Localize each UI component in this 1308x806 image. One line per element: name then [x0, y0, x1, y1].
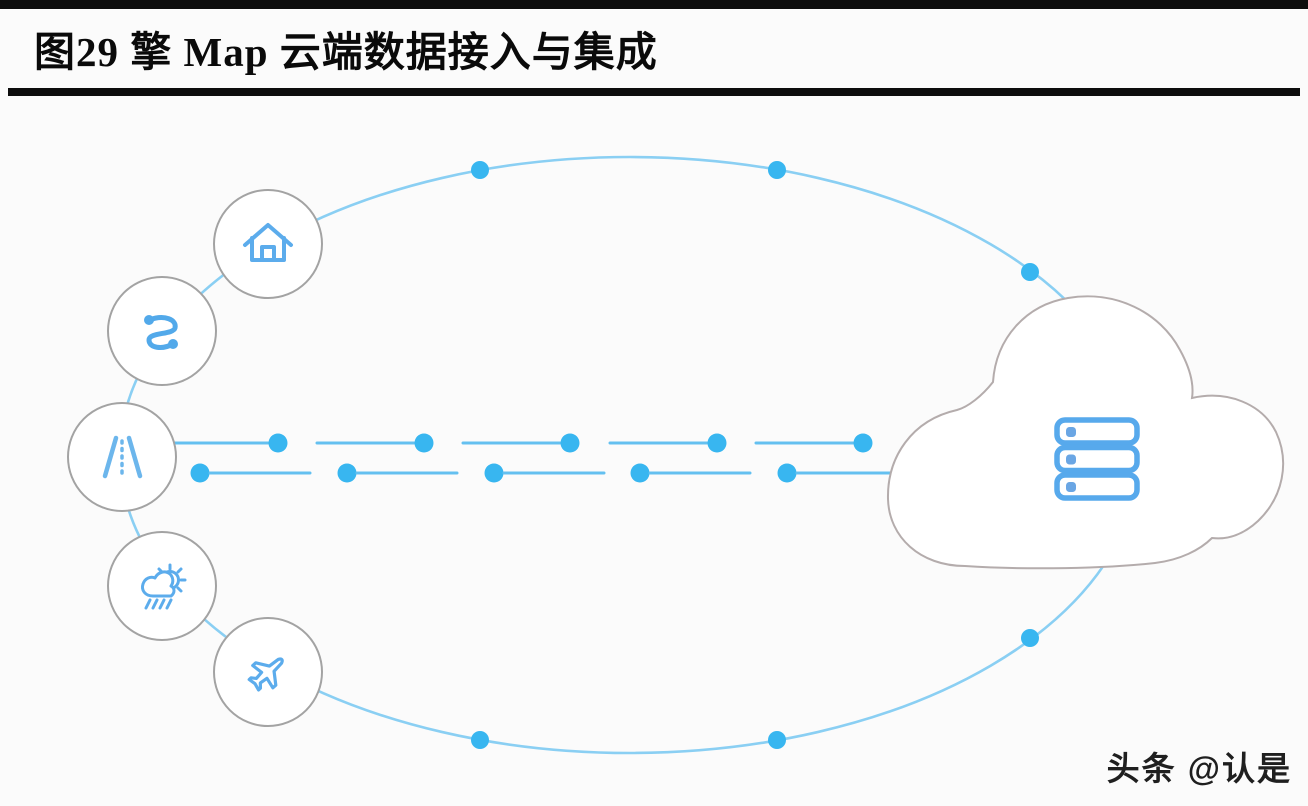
home-icon — [243, 223, 293, 262]
orbit-dot — [1021, 263, 1039, 281]
node-cloud-server — [886, 295, 1285, 570]
top-black-bar — [0, 0, 1308, 9]
road-icon — [102, 435, 143, 479]
orbit-dot — [768, 731, 786, 749]
title-underline-bar — [8, 88, 1300, 96]
orbit-dot — [471, 161, 489, 179]
orbit-dot — [471, 731, 489, 749]
data-flow-top-row — [173, 433, 873, 453]
node-home — [213, 189, 323, 299]
orbit-dot — [1021, 629, 1039, 647]
page-title: 图29 擎 Map 云端数据接入与集成 — [34, 29, 658, 75]
node-road — [67, 402, 177, 512]
node-weather — [107, 531, 217, 641]
watermark-text: 头条 @认是 — [1106, 750, 1292, 787]
route-icon — [144, 315, 178, 350]
cloud-integration-diagram — [67, 155, 1285, 755]
cloud-shape — [886, 295, 1285, 570]
data-flow-bottom-row — [190, 463, 894, 483]
node-airplane — [213, 617, 323, 727]
server-stack-icon — [1054, 417, 1140, 501]
airplane-icon — [247, 657, 284, 692]
weather-rain-sun-icon — [141, 563, 187, 610]
node-route — [107, 276, 217, 386]
orbit-dot — [768, 161, 786, 179]
orbit-dots — [471, 161, 1039, 749]
